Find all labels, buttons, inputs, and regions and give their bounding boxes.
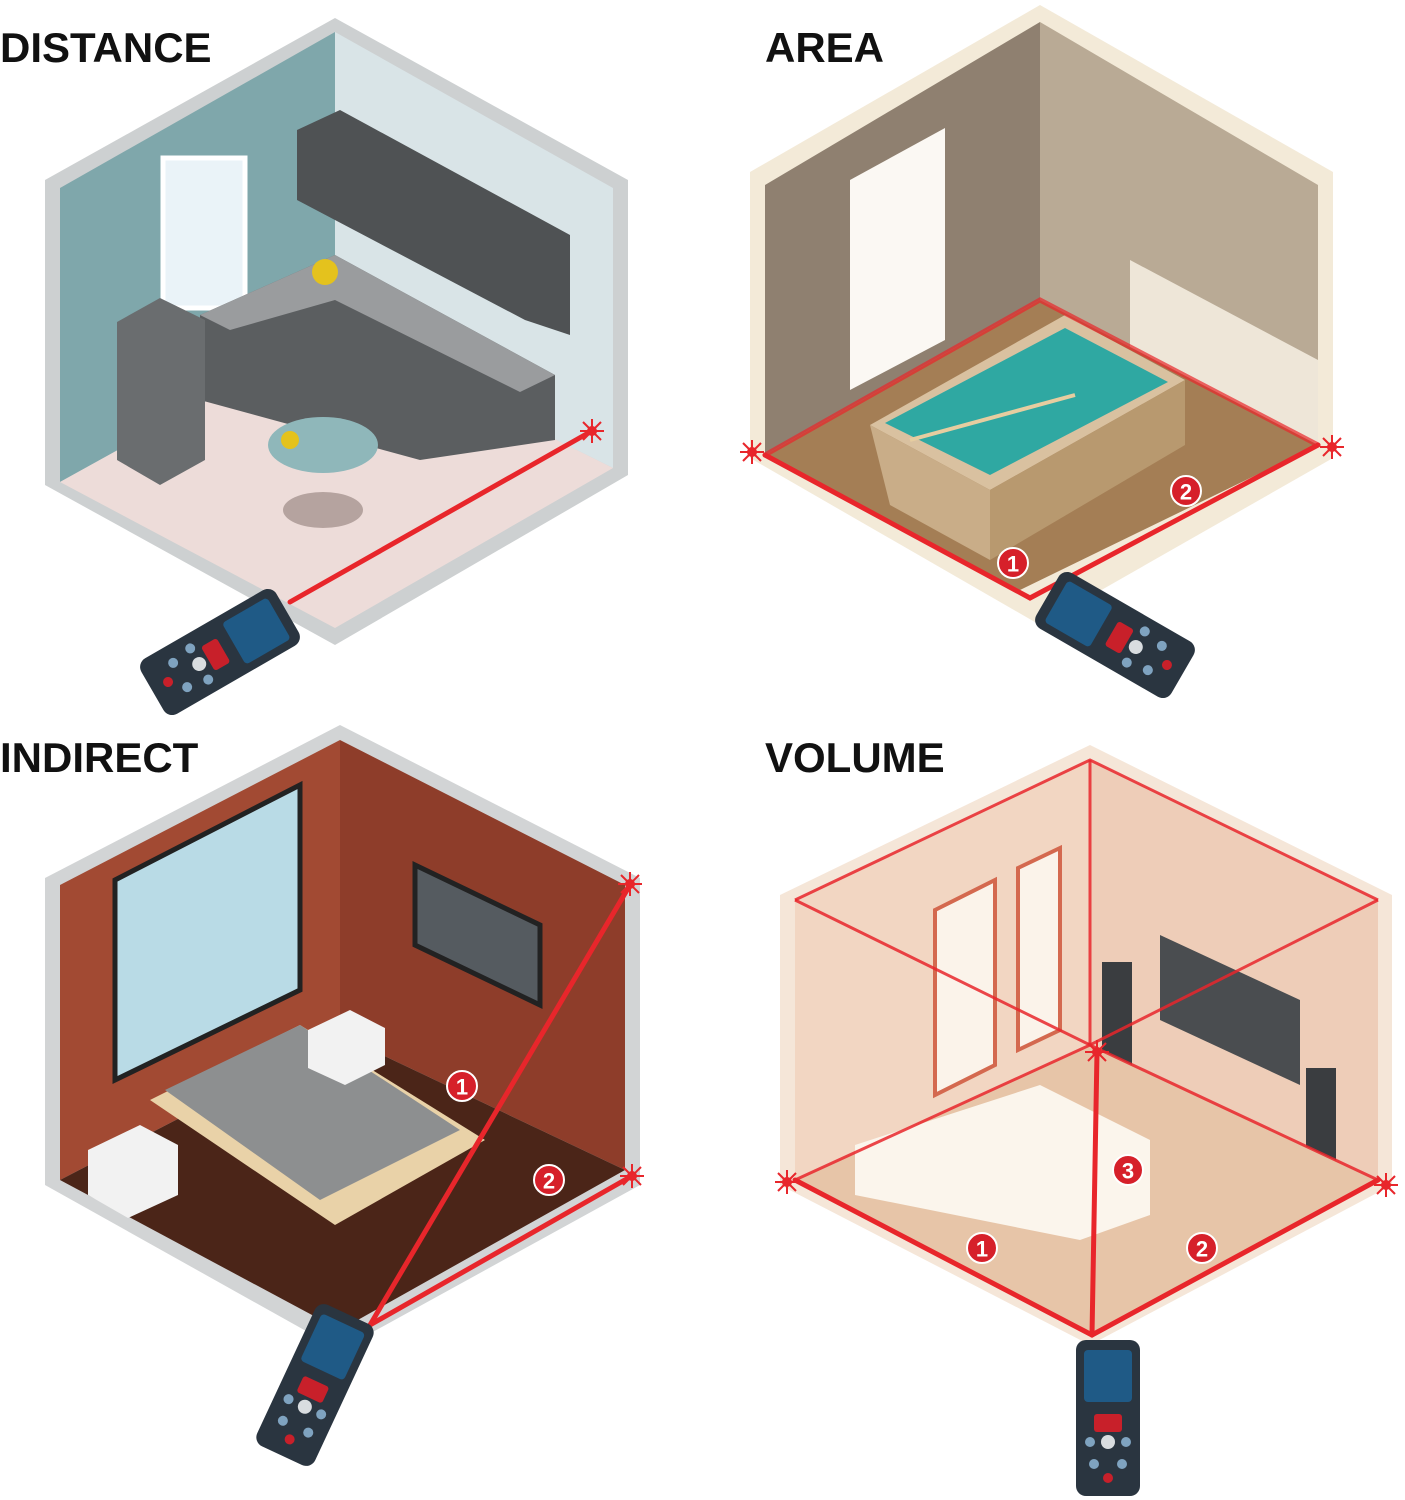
laser-target-icon — [619, 1163, 645, 1189]
nightstand — [308, 1010, 385, 1085]
wall-cabinets — [297, 110, 570, 335]
refrigerator — [117, 298, 205, 485]
nightstand — [88, 1125, 178, 1218]
svg-text:2: 2 — [543, 1169, 555, 1194]
svg-text:2: 2 — [1196, 1237, 1208, 1262]
laser-outline-back — [762, 297, 1321, 458]
svg-text:1: 1 — [456, 1075, 468, 1100]
panel-volume: VOLUME 1 2 3 — [765, 734, 1399, 1496]
marker-2: 2 — [533, 1164, 565, 1196]
laser-measure-device — [136, 585, 304, 719]
panel-area: AREA 1 2 — [739, 5, 1345, 702]
dining-table — [268, 417, 378, 473]
window — [112, 780, 303, 1084]
marker-1: 1 — [966, 1232, 998, 1264]
pool-table-front — [990, 380, 1185, 560]
laser-target-icon — [1084, 1039, 1110, 1065]
cue-stick — [909, 393, 1076, 442]
marker-1: 1 — [997, 547, 1029, 579]
svg-text:1: 1 — [976, 1237, 988, 1262]
marker-2: 2 — [1170, 475, 1202, 507]
plates — [312, 259, 338, 285]
laser-target-icon — [739, 439, 765, 465]
laser-beam — [287, 429, 593, 605]
svg-text:3: 3 — [1122, 1159, 1134, 1184]
marker-1: 1 — [446, 1070, 478, 1102]
table-base — [283, 492, 363, 528]
tv — [1160, 935, 1300, 1085]
doorway — [850, 128, 945, 390]
window — [933, 876, 997, 1099]
panel-title-area: AREA — [765, 24, 884, 71]
marker-3: 3 — [1112, 1154, 1144, 1186]
laser-beam-2 — [367, 1174, 633, 1328]
laser-target-icon — [1373, 1172, 1399, 1198]
wainscoting — [1130, 260, 1318, 445]
countertop — [200, 255, 555, 392]
svg-text:2: 2 — [1180, 480, 1192, 505]
svg-text:1: 1 — [1007, 552, 1019, 577]
pool-table-felt — [885, 328, 1168, 475]
laser-target-icon — [1319, 434, 1345, 460]
laser-beam-1 — [367, 882, 633, 1328]
bed-mattress — [165, 1025, 460, 1200]
laser-measure-device — [253, 1300, 377, 1470]
panel-title-indirect: INDIRECT — [0, 734, 199, 781]
laser-target-icon — [579, 418, 605, 444]
panel-title-distance: DISTANCE — [0, 24, 212, 71]
panel-title-volume: VOLUME — [765, 734, 945, 781]
laser-measure-device — [1031, 568, 1199, 702]
laser-measure-device — [1076, 1340, 1140, 1496]
panel-distance: DISTANCE — [0, 18, 628, 719]
laser-target-icon — [617, 871, 643, 897]
window — [160, 155, 248, 311]
pool-table-side — [870, 425, 990, 560]
laser-target-icon — [774, 1169, 800, 1195]
tv — [412, 861, 543, 1009]
laser-height — [1089, 1049, 1100, 1338]
marker-2: 2 — [1186, 1232, 1218, 1264]
cup — [281, 431, 299, 449]
panel-indirect: INDIRECT 1 2 — [0, 725, 645, 1470]
laser-outline-front — [762, 442, 1321, 601]
sofa — [855, 1085, 1150, 1240]
